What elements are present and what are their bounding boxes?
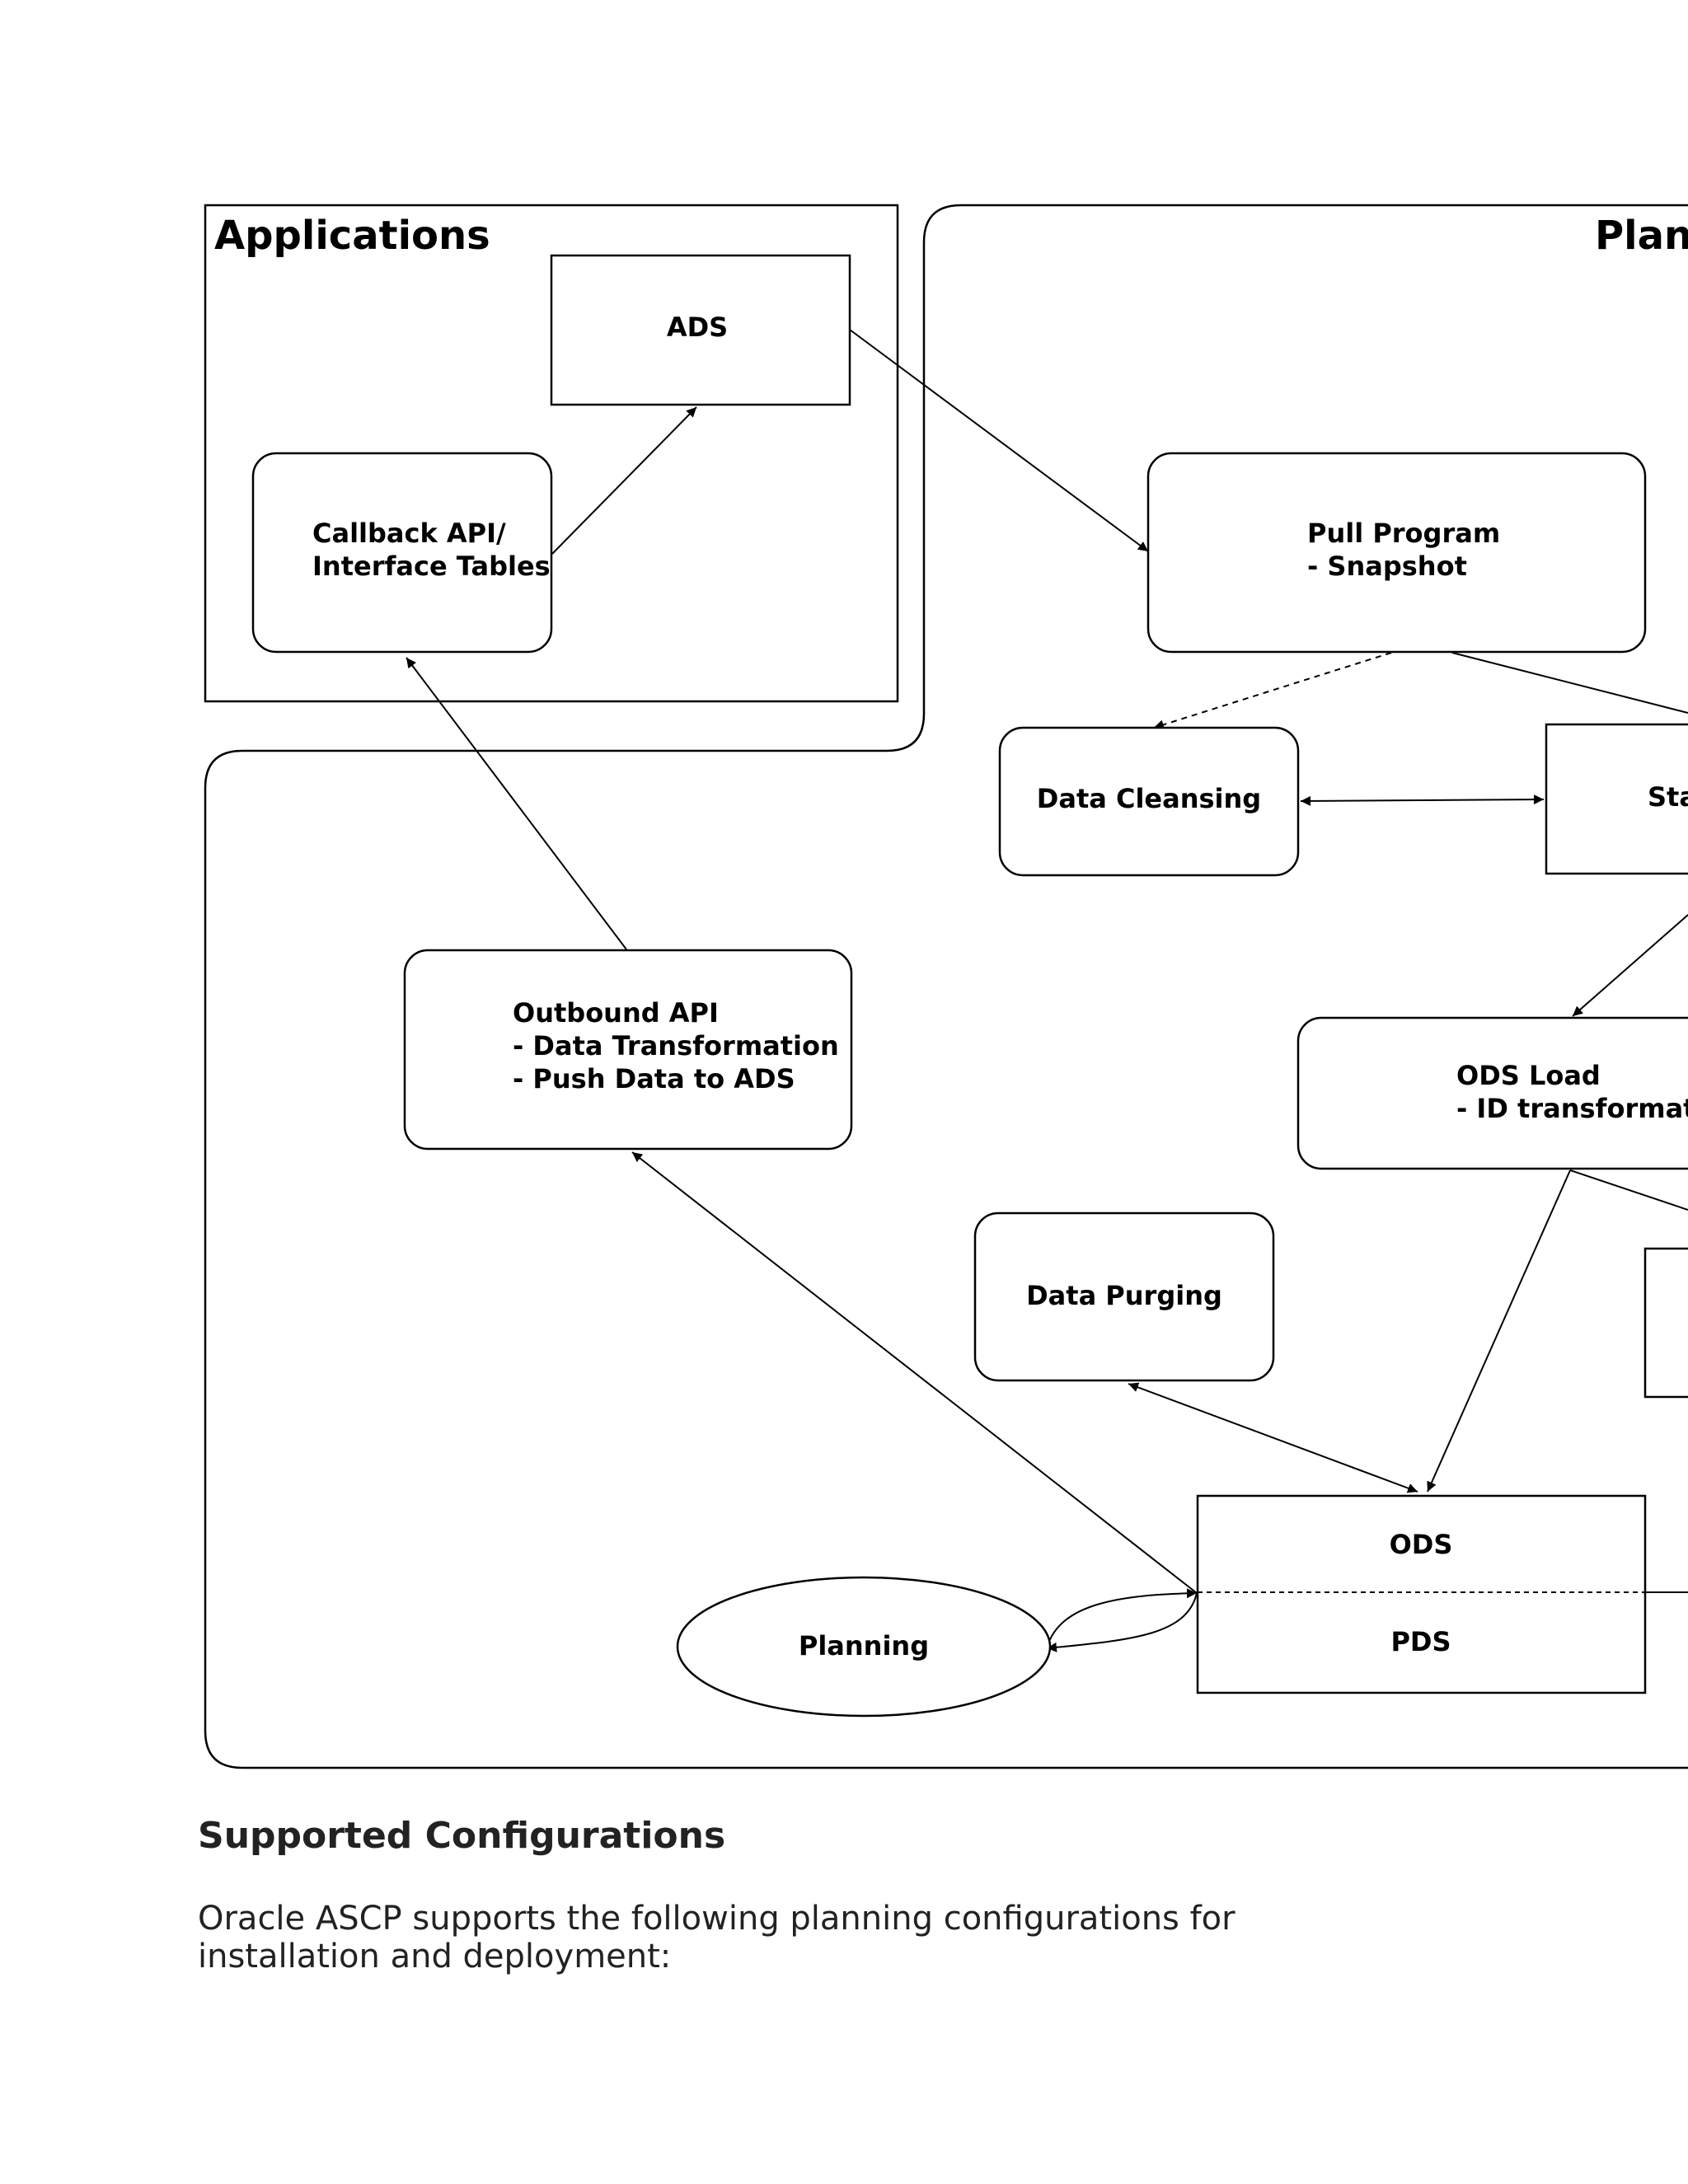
data-cleansing-box (998, 726, 1300, 877)
ods-label: ODS (1390, 1529, 1453, 1560)
architecture-diagram: Applications Plann ADS Callback API/Inte… (204, 204, 1688, 1769)
outbound-api-label: Outbound API- Data Transformation- Push … (513, 997, 839, 1094)
partial-right-box (1643, 1247, 1688, 1399)
data-purging-box (973, 1212, 1275, 1382)
line-pull-to-staging (1451, 652, 1688, 714)
outbound-api-box (403, 949, 853, 1151)
planning-ellipse (676, 1576, 1052, 1718)
ads-label: ADS (667, 312, 728, 343)
ods-load-box (1296, 1016, 1688, 1170)
arrow-cleansing-staging (1300, 794, 1545, 806)
applications-group-title: Applications (214, 213, 490, 259)
pull-program-box (1146, 452, 1647, 654)
planning-group-title: Plann (1595, 213, 1688, 259)
pds-label: PDS (1390, 1626, 1451, 1657)
arrow-outbound-to-callback (406, 657, 627, 950)
arrow-ods-to-outbound (631, 1151, 1198, 1594)
staging-label: Sta (1648, 781, 1688, 813)
pull-program-label: Pull Program- Snapshot (1307, 518, 1500, 582)
section-paragraph: Oracle ASCP supports the following plann… (198, 1900, 1236, 1975)
arrow-pull-to-cleansing (1153, 652, 1392, 730)
arrow-ods-load-to-ods (1427, 1169, 1571, 1493)
line-ods-load-right (1569, 1169, 1688, 1211)
arrow-callback-to-ads (551, 406, 697, 555)
arrow-ads-to-pull-program (849, 329, 1149, 552)
arrow-staging-to-ods-load (1572, 914, 1688, 1017)
staging-box (1545, 723, 1688, 875)
arrow-planning-to-ods (1046, 1588, 1198, 1649)
callback-api-label: Callback API/Interface Tables (312, 518, 551, 582)
applications-group (204, 204, 899, 703)
ads-box (550, 254, 851, 406)
ods-load-label: ODS Load- ID transformatior (1456, 1060, 1688, 1124)
section-heading: Supported Configurations (198, 1815, 726, 1857)
planning-group (204, 204, 1688, 1769)
data-purging-label: Data Purging (1026, 1280, 1222, 1311)
callback-api-box (251, 452, 553, 654)
ods-pds-box (1196, 1494, 1647, 1694)
planning-label: Planning (799, 1630, 929, 1661)
data-cleansing-label: Data Cleansing (1037, 783, 1261, 814)
arrow-purging-ods (1128, 1382, 1418, 1493)
arrow-ods-to-planning (1046, 1592, 1198, 1652)
